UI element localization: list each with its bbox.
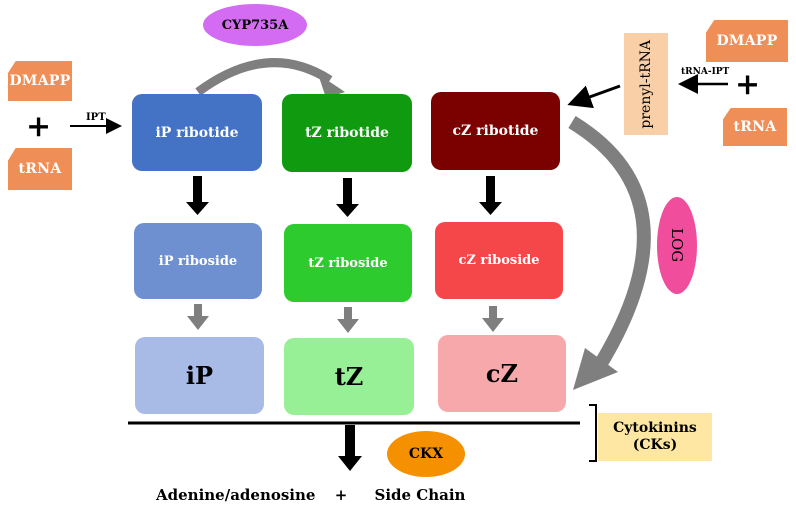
trna-left-tag: tRNA: [8, 148, 72, 190]
ip-base-box: iP: [135, 337, 264, 414]
products-row: Adenine/adenosine + Side Chain: [156, 486, 465, 504]
ipt-label: IPT: [86, 112, 106, 123]
cyp-curved-arrow: [195, 58, 333, 96]
ckx-label: CKX: [408, 446, 444, 462]
cytokinins-line1: Cytokinins: [613, 419, 697, 436]
dmapp-right-tag: DMAPP: [706, 20, 788, 62]
log-curved-arrow: [568, 116, 651, 369]
riboside-to-base-arrows: [187, 304, 504, 333]
ip-riboside-box: iP riboside: [134, 223, 262, 299]
log-ellipse: LOG: [657, 197, 697, 294]
plus-right: +: [735, 67, 761, 102]
ckx-arrow-shaft: [345, 425, 355, 458]
trna-right-tag: tRNA: [723, 108, 787, 146]
tz-riboside-box: tZ riboside: [284, 224, 412, 302]
prenyl-trna-label: prenyl-tRNA: [638, 39, 654, 129]
cytokinins-box: Cytokinins (CKs): [598, 413, 712, 461]
cyp-curved-arrowhead: [318, 74, 345, 98]
adenine-label: Adenine/adenosine: [156, 486, 316, 504]
ckx-arrowhead: [338, 456, 362, 471]
side-chain-label: Side Chain: [374, 486, 466, 504]
ckx-ellipse: CKX: [387, 431, 465, 477]
dmapp-left-tag: DMAPP: [8, 61, 72, 101]
plus-left: +: [26, 109, 52, 144]
prenyl-to-cz-arrow: [567, 84, 621, 109]
prenyl-trna-box: prenyl-tRNA: [624, 33, 668, 135]
cz-ribotide-box: cZ ribotide: [431, 92, 560, 170]
ribotide-to-riboside-arrows: [186, 176, 502, 217]
cz-base-box: cZ: [438, 335, 566, 412]
tz-ribotide-box: tZ ribotide: [282, 94, 412, 172]
log-label: LOG: [668, 228, 686, 263]
log-curved-arrowhead: [573, 348, 618, 390]
trna-ipt-label: tRNA-IPT: [681, 67, 730, 77]
cyp735a-label: CYP735A: [221, 17, 289, 33]
cytokinins-bracket: [589, 404, 597, 462]
cz-riboside-box: cZ riboside: [435, 222, 563, 299]
cyp735a-ellipse: CYP735A: [203, 4, 307, 46]
cytokinins-line2: (CKs): [632, 437, 678, 453]
ip-ribotide-box: iP ribotide: [132, 94, 262, 171]
products-plus: +: [334, 486, 348, 504]
tz-base-box: tZ: [284, 338, 414, 415]
